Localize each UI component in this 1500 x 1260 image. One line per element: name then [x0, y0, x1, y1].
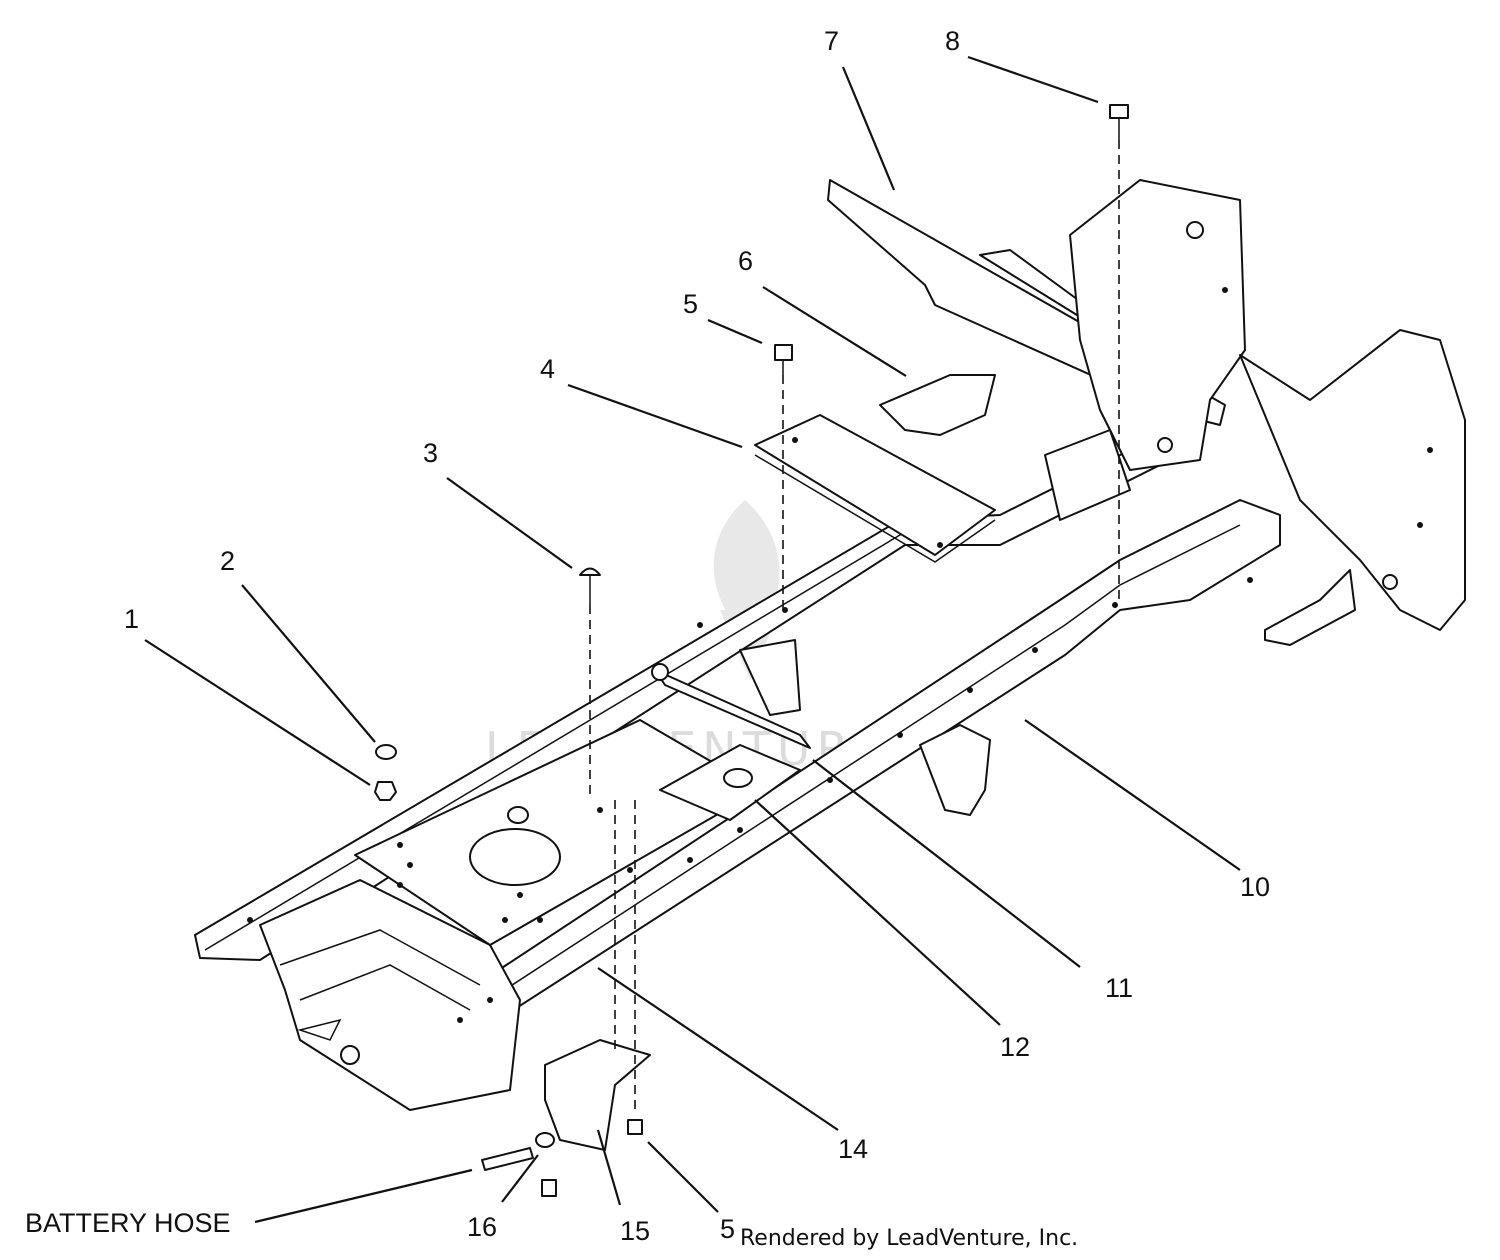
callout-11: 11 [1105, 973, 1133, 1003]
callout-5-upper: 5 [683, 289, 698, 319]
callout-2: 2 [220, 546, 235, 576]
callout-5-lower: 5 [720, 1214, 735, 1244]
callout-15: 15 [620, 1216, 650, 1246]
bolt-16 [541, 1179, 557, 1197]
mounting-plate [754, 414, 996, 556]
front-end-plate [259, 879, 521, 1111]
frame-holes [247, 287, 1433, 1023]
rear-bracket-far [1239, 329, 1466, 631]
bolt-8 [1109, 104, 1129, 119]
leader-lines [144, 55, 1241, 1224]
callout-labels: 1 2 3 4 5 6 7 8 10 11 12 14 15 16 5 BATT… [25, 26, 1270, 1251]
bolt-5-lower [627, 1119, 643, 1135]
bracket-6 [879, 374, 996, 436]
callout-7: 7 [824, 26, 839, 56]
callout-8: 8 [945, 26, 960, 56]
bolt-5-upper [774, 344, 793, 361]
carriage-bolt-3 [579, 567, 601, 576]
callout-12: 12 [1000, 1032, 1030, 1062]
callout-3: 3 [423, 438, 438, 468]
callout-16: 16 [467, 1212, 497, 1242]
callout-10: 10 [1240, 872, 1270, 902]
bracket-15 [544, 1039, 651, 1151]
clamp-16 [535, 1132, 555, 1148]
callout-6: 6 [738, 246, 753, 276]
washer-2 [375, 744, 397, 760]
rear-bracket-right [1069, 179, 1246, 471]
callout-4: 4 [540, 354, 555, 384]
frame-rail-right [384, 499, 1281, 1071]
nut-1 [374, 781, 397, 801]
battery-hose-part [481, 1147, 534, 1171]
battery-hose-label: BATTERY HOSE [25, 1208, 231, 1238]
frame-assembly [194, 104, 1466, 1197]
callout-14: 14 [838, 1134, 868, 1164]
callout-1: 1 [124, 604, 139, 634]
render-credit: Rendered by LeadVenture, Inc. [740, 1226, 1078, 1251]
